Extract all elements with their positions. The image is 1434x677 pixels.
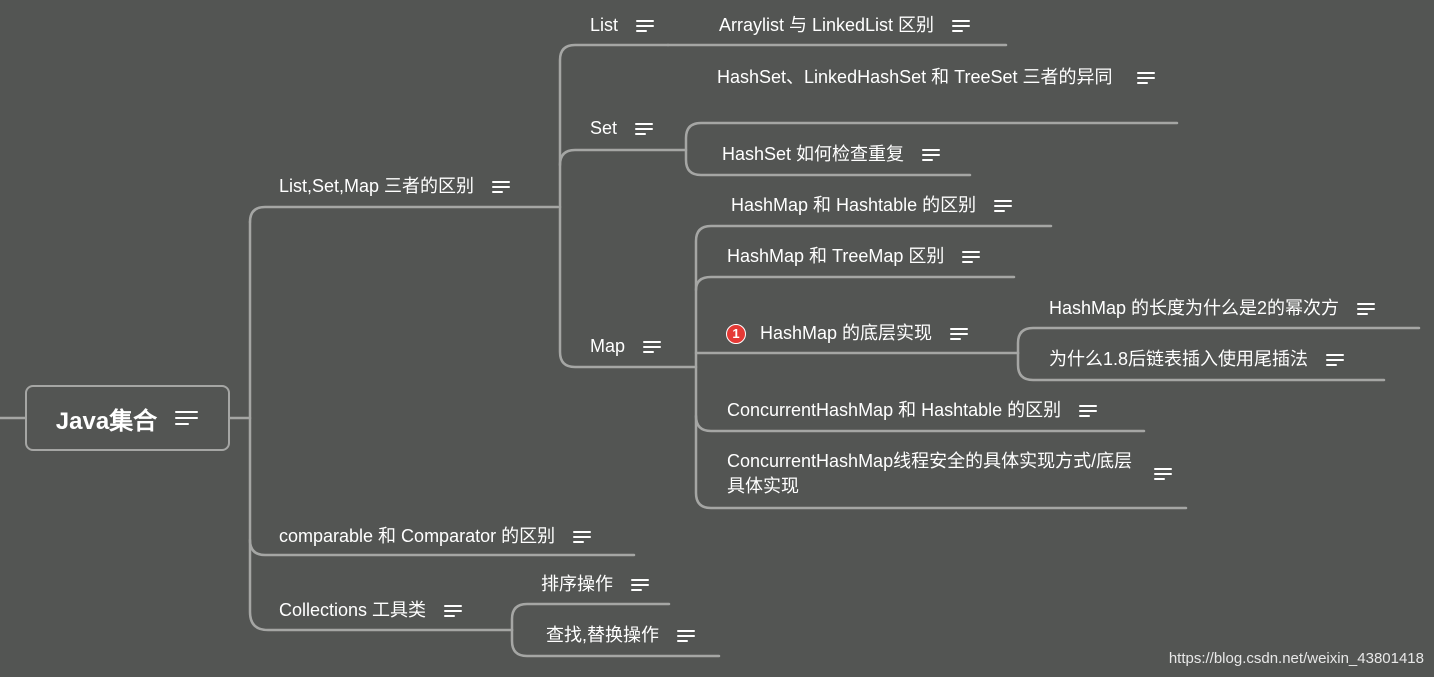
topic-chm-impl-label: ConcurrentHashMap线程安全的具体实现方式/底层具体实现: [727, 451, 1133, 496]
topic-impl-length-label: HashMap 的长度为什么是2的幂次方: [1049, 298, 1340, 318]
note-lines-icon[interactable]: [1357, 301, 1377, 317]
topic-comparable[interactable]: comparable 和 Comparator 的区别: [279, 524, 593, 549]
topic-set-diff[interactable]: HashSet、LinkedHashSet 和 TreeSet 三者的异同: [717, 65, 1157, 90]
link-list: [558, 43, 670, 209]
link-map-hashtable: [694, 224, 1053, 369]
topic-set-diff-label: HashSet、LinkedHashSet 和 TreeSet 三者的异同: [717, 67, 1113, 87]
link-set-check: [684, 148, 972, 177]
note-lines-icon[interactable]: [444, 603, 464, 619]
link-col-sort: [510, 602, 671, 632]
note-lines-icon[interactable]: [1079, 403, 1099, 419]
topic-set-label: Set: [590, 118, 618, 138]
root-topic-label: Java集合: [55, 407, 158, 435]
topic-lsm-diff[interactable]: List,Set,Map 三者的区别: [279, 174, 512, 199]
topic-chm-impl[interactable]: ConcurrentHashMap线程安全的具体实现方式/底层具体实现: [727, 449, 1177, 499]
topic-map-hashtable[interactable]: HashMap 和 Hashtable 的区别: [731, 193, 1014, 218]
topic-set-check-label: HashSet 如何检查重复: [722, 144, 905, 164]
topic-col-sort[interactable]: 排序操作: [541, 572, 651, 597]
topic-map[interactable]: Map: [590, 334, 663, 359]
topic-col-find-label: 查找,替换操作: [546, 625, 660, 645]
note-lines-icon[interactable]: [994, 198, 1014, 214]
topic-map-impl[interactable]: 1 HashMap 的底层实现: [726, 321, 970, 346]
note-lines-icon[interactable]: [922, 147, 942, 163]
topic-set[interactable]: Set: [590, 116, 655, 141]
note-lines-icon[interactable]: [677, 628, 697, 644]
topic-map-treemap-label: HashMap 和 TreeMap 区别: [727, 246, 945, 266]
link-trunk-collections: [248, 220, 514, 632]
note-lines-icon[interactable]: [1326, 352, 1346, 368]
topic-arraylist-label: Arraylist 与 LinkedList 区别: [719, 15, 935, 35]
topic-impl-tail-label: 为什么1.8后链表插入使用尾插法: [1049, 349, 1309, 369]
note-lines-icon[interactable]: [631, 577, 651, 593]
link-set-diff: [684, 121, 1179, 152]
note-lines-icon[interactable]: [492, 179, 512, 195]
topic-set-check[interactable]: HashSet 如何检查重复: [722, 142, 942, 167]
note-lines-icon[interactable]: [952, 18, 972, 34]
topic-impl-length[interactable]: HashMap 的长度为什么是2的幂次方: [1049, 296, 1377, 321]
topic-comparable-label: comparable 和 Comparator 的区别: [279, 526, 556, 546]
link-comparable: [248, 538, 636, 557]
link-impl-tail: [1016, 351, 1386, 382]
topic-map-hashtable-label: HashMap 和 Hashtable 的区别: [731, 195, 977, 215]
topic-arraylist-linkedlist[interactable]: Arraylist 与 LinkedList 区别: [719, 13, 972, 38]
topic-chm-diff-label: ConcurrentHashMap 和 Hashtable 的区别: [727, 400, 1062, 420]
topic-col-sort-label: 排序操作: [541, 574, 613, 594]
watermark-text: https://blog.csdn.net/weixin_43801418: [1168, 650, 1424, 667]
topic-list[interactable]: List: [590, 13, 656, 38]
topic-list-label: List: [590, 15, 619, 35]
note-lines-icon[interactable]: [175, 408, 199, 428]
link-map-chm-impl: [694, 414, 1188, 510]
root-topic[interactable]: Java集合: [25, 385, 230, 451]
link-map: [558, 205, 697, 369]
note-lines-icon[interactable]: [1154, 466, 1174, 482]
note-lines-icon[interactable]: [962, 249, 982, 265]
note-lines-icon[interactable]: [1137, 70, 1157, 86]
topic-map-label: Map: [590, 336, 626, 356]
link-lsm: [248, 205, 560, 224]
topic-map-impl-label: HashMap 的底层实现: [760, 323, 933, 343]
topic-lsm-diff-label: List,Set,Map 三者的区别: [279, 176, 475, 196]
topic-map-treemap[interactable]: HashMap 和 TreeMap 区别: [727, 244, 982, 269]
priority-1-badge-icon: 1: [726, 323, 746, 344]
link-impl-len: [1016, 326, 1421, 355]
note-lines-icon[interactable]: [635, 121, 655, 137]
topic-collections[interactable]: Collections 工具类: [279, 598, 464, 623]
note-lines-icon[interactable]: [950, 326, 970, 342]
topic-impl-tail-insert[interactable]: 为什么1.8后链表插入使用尾插法: [1049, 347, 1346, 372]
note-lines-icon[interactable]: [643, 339, 663, 355]
topic-chm-diff[interactable]: ConcurrentHashMap 和 Hashtable 的区别: [727, 398, 1099, 423]
link-map-treemap: [694, 275, 1016, 292]
note-lines-icon[interactable]: [573, 529, 593, 545]
topic-col-find[interactable]: 查找,替换操作: [546, 623, 697, 648]
link-set: [558, 148, 687, 167]
note-lines-icon[interactable]: [636, 18, 656, 34]
link-col-find: [510, 628, 721, 658]
topic-collections-label: Collections 工具类: [279, 600, 427, 620]
